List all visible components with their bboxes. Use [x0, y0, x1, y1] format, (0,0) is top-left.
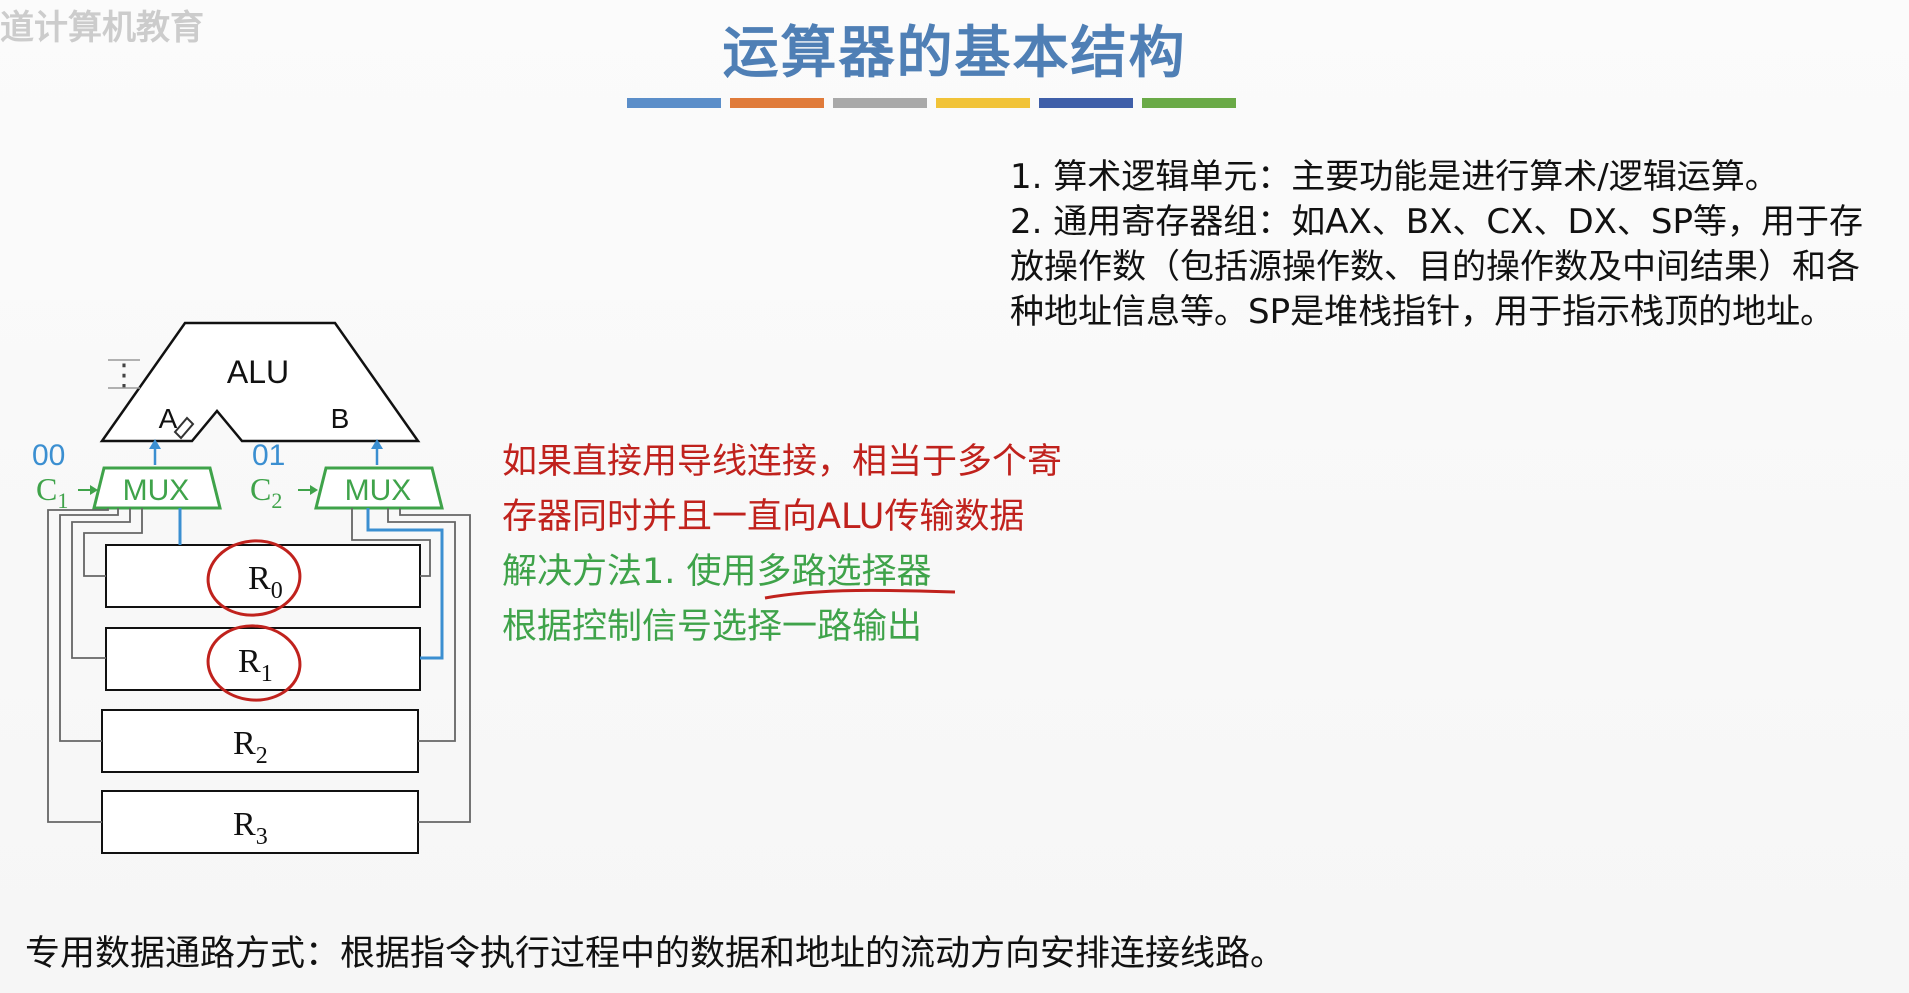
register-letter: R	[248, 560, 271, 597]
register-r3-label: R3	[233, 806, 268, 850]
ellipsis: ⋮	[109, 358, 139, 393]
arrowhead	[371, 439, 383, 449]
notes: 1. 算术逻辑单元：主要功能是进行算术/逻辑运算。 2. 通用寄存器组：如AX、…	[1010, 155, 1890, 335]
register-subscript: 2	[256, 743, 268, 769]
mux-right-ctrl: C2	[250, 471, 282, 513]
register-letter: R	[238, 643, 261, 680]
mux-left-ctrl: C1	[36, 471, 68, 513]
register-r0-label: R0	[248, 560, 283, 604]
color-bar	[1142, 98, 1236, 108]
register-subscript: 3	[256, 824, 268, 850]
alu-input-a: A	[159, 403, 178, 434]
callout-green-line1: 解决方法1. 使用多路选择器	[502, 552, 932, 592]
r1-to-mux-wire	[366, 508, 444, 660]
alu-label: ALU	[227, 354, 289, 390]
ctrl-letter: C	[250, 471, 271, 507]
callout-red-line1: 如果直接用导线连接，相当于多个寄	[502, 442, 1063, 482]
color-bar	[936, 98, 1030, 108]
mux-left	[92, 466, 222, 510]
register-letter: R	[233, 725, 256, 762]
right-wires	[351, 508, 471, 823]
left-wires	[47, 508, 143, 823]
red-underline	[764, 588, 956, 600]
register-r2-label: R2	[233, 725, 268, 769]
color-bar	[833, 98, 927, 108]
register-subscript: 1	[261, 661, 273, 687]
ctrl-subscript: 1	[57, 488, 68, 513]
ctrl-subscript: 2	[271, 488, 282, 513]
note-alu: 1. 算术逻辑单元：主要功能是进行算术/逻辑运算。	[1010, 157, 1779, 197]
register-letter: R	[233, 806, 256, 843]
watermark: 道计算机教育	[0, 8, 204, 48]
note-registers: 2. 通用寄存器组：如AX、BX、CX、DX、SP等，用于存放操作数（包括源操作…	[1010, 202, 1864, 332]
arrowhead	[310, 485, 318, 495]
mux-right	[314, 466, 444, 510]
callout-red-line2: 存器同时并且一直向ALU传输数据	[502, 497, 1025, 537]
footer-text: 专用数据通路方式：根据指令执行过程中的数据和地址的流动方向安排连接线路。	[25, 934, 1286, 974]
mux-left-label: MUX	[123, 474, 190, 507]
mux-right-label: MUX	[345, 474, 412, 507]
mux-left-code: 00	[32, 439, 65, 472]
register-r1	[105, 627, 421, 691]
slide-title: 运算器的基本结构	[722, 21, 1187, 86]
register-r2	[101, 709, 419, 773]
color-bar	[730, 98, 824, 108]
register-subscript: 0	[271, 578, 283, 604]
alu-input-b: B	[331, 403, 350, 434]
underline-annotation	[764, 588, 956, 600]
pen-cursor-icon	[173, 416, 195, 440]
ctrl-letter: C	[36, 471, 57, 507]
arrowhead	[149, 439, 161, 449]
register-r3	[101, 790, 419, 854]
register-r1-label: R1	[238, 643, 273, 687]
color-bar	[1039, 98, 1133, 108]
annotation-circle-r1	[206, 624, 302, 702]
annotation-circle-r0	[206, 539, 302, 617]
mux-right-code: 01	[252, 439, 285, 472]
datapath-diagram: ALU A B ⋮ MUX 00 C1 MUX 01 C2 R0 R1 R2 R…	[32, 321, 471, 854]
alu-shape	[99, 321, 421, 443]
callout-green-line2: 根据控制信号选择一路输出	[502, 607, 923, 647]
register-r0	[105, 544, 421, 608]
color-bar	[627, 98, 721, 108]
arrowhead	[90, 485, 98, 495]
